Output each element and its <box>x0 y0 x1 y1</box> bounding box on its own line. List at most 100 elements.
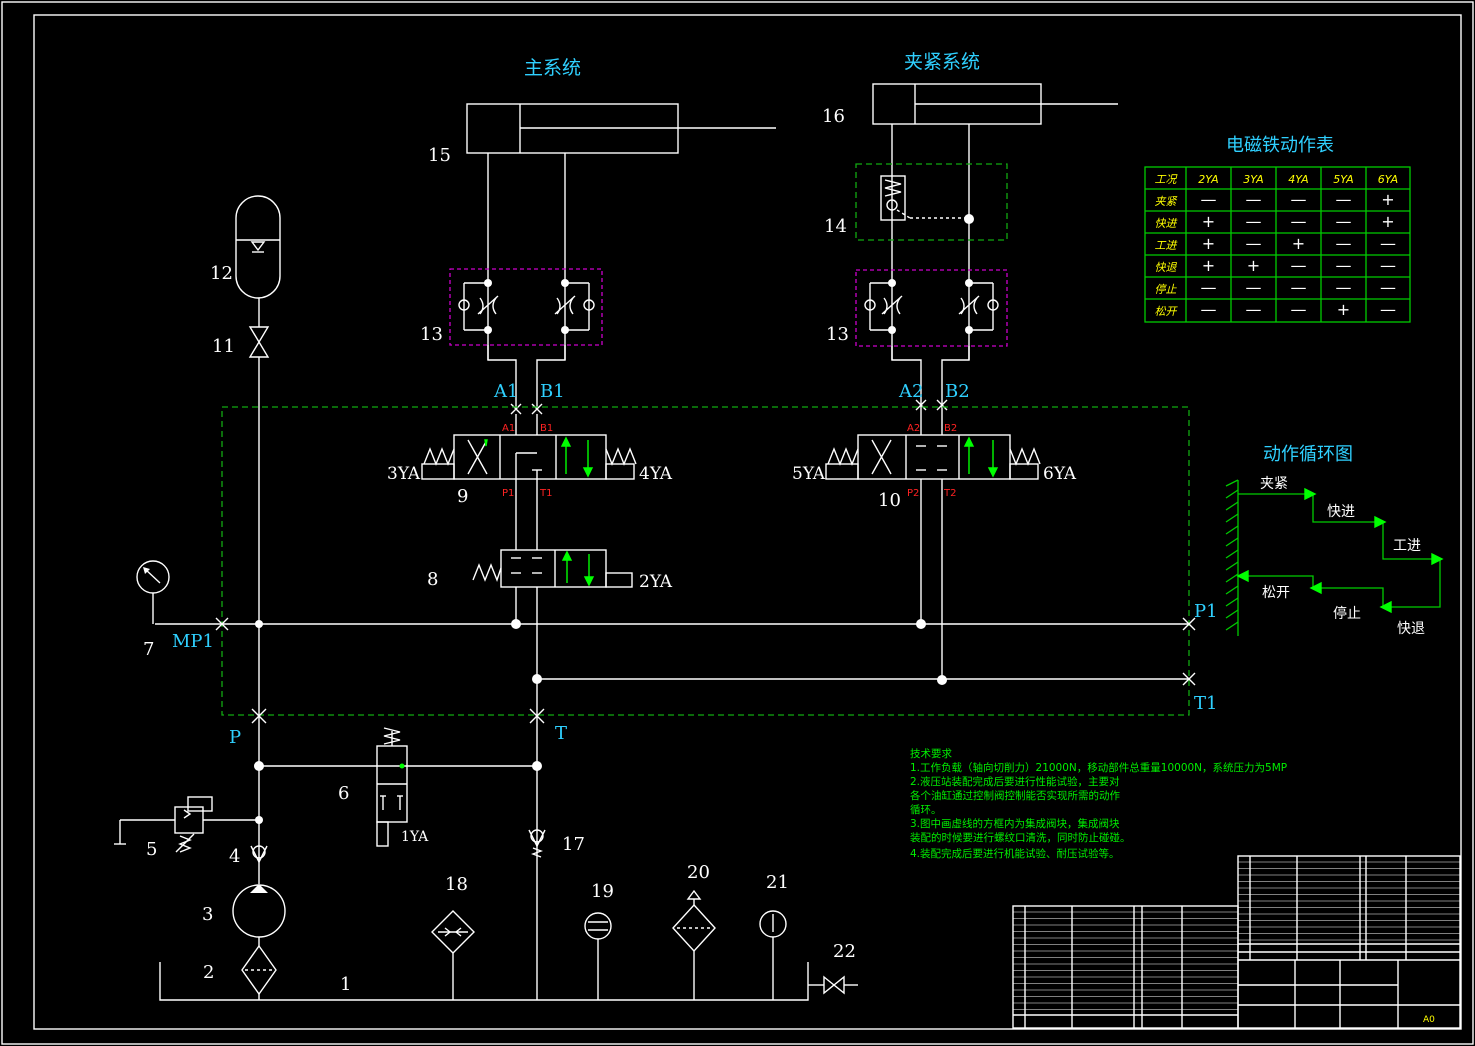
notes-line5: 3.图中画虚线的方框内为集成阀块，集成阀块 <box>910 817 1120 830</box>
cycle-diagram <box>1225 479 1444 636</box>
cycle-title: 动作循环图 <box>1263 444 1353 465</box>
table-header-cell: 5YA <box>1333 173 1353 186</box>
oil-tank <box>159 962 809 1001</box>
cycle-fast-return: 快退 <box>1397 621 1425 637</box>
directional-valve-9 <box>421 434 637 480</box>
port-A1: A1 <box>493 381 518 402</box>
cycle-stop: 停止 <box>1333 605 1361 622</box>
valve9-port-p: P1 <box>502 488 514 499</box>
valve9-port-a: A1 <box>502 423 515 434</box>
table-cell: — <box>1336 234 1352 253</box>
table-cell: 快进 <box>1155 217 1178 230</box>
label-13-clamp: 13 <box>826 324 849 345</box>
table-cell: — <box>1246 300 1262 319</box>
valve9-port-b: B1 <box>540 423 553 434</box>
throttle-check-valve-main <box>449 268 603 346</box>
directional-valve-10 <box>825 434 1041 480</box>
label-11: 11 <box>212 336 235 357</box>
table-cell: — <box>1246 190 1262 209</box>
solenoid-action-table <box>1144 166 1411 323</box>
label-20: 20 <box>687 862 710 883</box>
clamp-system-title: 夹紧系统 <box>904 51 980 73</box>
table-cell: — <box>1291 212 1307 231</box>
table-cell: — <box>1246 212 1262 231</box>
table-cell: — <box>1291 190 1307 209</box>
table-cell: + <box>1202 212 1215 231</box>
table-cell: — <box>1336 190 1352 209</box>
table-header-cell: 4YA <box>1288 173 1308 186</box>
valve9-port-t: T1 <box>539 488 552 499</box>
table-cell: — <box>1201 190 1217 209</box>
table-cell: + <box>1381 212 1394 231</box>
directional-valve-8 <box>472 549 633 588</box>
valve10-port-t: T2 <box>943 488 956 499</box>
table-cell: 松开 <box>1155 305 1179 318</box>
unloading-valve <box>376 727 408 847</box>
table-cell: — <box>1380 278 1396 297</box>
check-valve-4 <box>252 845 266 859</box>
valve10-port-b: B2 <box>944 423 957 434</box>
label-1: 1 <box>340 974 351 995</box>
table-cell: — <box>1246 278 1262 297</box>
table-cell: 夹紧 <box>1155 195 1178 208</box>
shutoff-valve <box>248 326 270 358</box>
table-cell: — <box>1291 256 1307 275</box>
drain-valve <box>823 975 845 995</box>
table-cell: — <box>1291 300 1307 319</box>
port-P: P <box>229 727 241 748</box>
level-gauge <box>584 912 612 940</box>
label-22: 22 <box>833 941 856 962</box>
table-cell: — <box>1336 212 1352 231</box>
label-9: 9 <box>457 486 468 507</box>
table-cell: + <box>1202 234 1215 253</box>
label-19: 19 <box>591 881 614 902</box>
solenoid-6YA: 6YA <box>1043 464 1077 484</box>
notes-line3: 各个油缸通过控制阀控制能否实现所需的动作 <box>910 789 1120 802</box>
valve10-port-a: A2 <box>907 423 920 434</box>
label-17: 17 <box>562 834 585 855</box>
label-16: 16 <box>822 106 845 127</box>
table-cell: — <box>1380 234 1396 253</box>
label-7: 7 <box>143 639 154 660</box>
table-cell: — <box>1201 278 1217 297</box>
label-4: 4 <box>229 846 240 867</box>
port-T1: T1 <box>1194 693 1217 714</box>
label-18: 18 <box>445 874 468 895</box>
table-cell: 停止 <box>1155 283 1178 296</box>
title-block <box>1012 855 1461 1029</box>
clamp-cylinder <box>872 83 1118 125</box>
table-header-cell: 工况 <box>1155 173 1179 186</box>
table-cell: — <box>1291 278 1307 297</box>
integrated-valve-block <box>221 406 1190 716</box>
solenoid-table-title: 电磁铁动作表 <box>1226 135 1334 156</box>
accumulator <box>235 195 281 299</box>
cycle-work-feed: 工进 <box>1393 538 1421 554</box>
relief-valve <box>114 796 259 853</box>
notes-line2: 2.液压站装配完成后要进行性能试验，主要对 <box>910 775 1120 788</box>
solenoid-1YA: 1YA <box>401 829 429 845</box>
label-15: 15 <box>428 145 451 166</box>
port-MP1: MP1 <box>172 631 214 652</box>
notes-line4: 循环。 <box>910 803 942 816</box>
inner-frame <box>33 14 1462 1030</box>
cycle-clamp: 夹紧 <box>1260 476 1288 492</box>
pilot-check-valve <box>855 163 1008 241</box>
sheet-size: A0 <box>1423 1015 1435 1025</box>
notes-line1: 1.工作负载（轴向切削力）21000N，移动部件总重量10000N，系统压力为5… <box>910 761 1287 774</box>
table-cell: — <box>1246 234 1262 253</box>
table-header-cell: 2YA <box>1198 173 1218 186</box>
label-5: 5 <box>146 839 157 860</box>
back-pressure-check <box>530 829 544 843</box>
solenoid-4YA: 4YA <box>639 464 673 484</box>
table-cell: 快退 <box>1155 261 1178 274</box>
table-cell: + <box>1381 190 1394 209</box>
label-14: 14 <box>824 216 847 237</box>
table-cell: — <box>1380 300 1396 319</box>
label-6: 6 <box>338 783 349 804</box>
cycle-fast-forward: 快进 <box>1327 504 1355 520</box>
port-B1: B1 <box>540 381 565 402</box>
label-13-main: 13 <box>420 324 443 345</box>
notes-line6: 装配的时候要进行螺纹口清洗，同时防止碰碰。 <box>910 831 1131 844</box>
label-8: 8 <box>427 569 438 590</box>
